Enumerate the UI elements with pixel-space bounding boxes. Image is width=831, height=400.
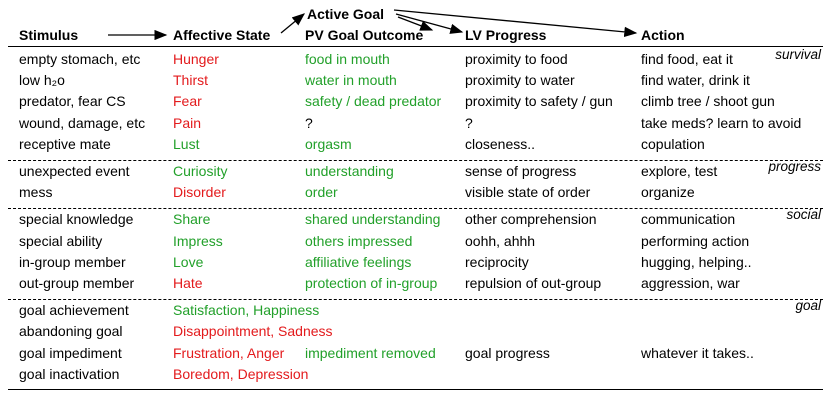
header-rule	[8, 46, 823, 47]
cell-lv-progress: other comprehension	[465, 211, 597, 228]
cell-lv-progress: ?	[465, 114, 473, 131]
cell-affect: Impress	[173, 232, 223, 249]
cell-affect: Disorder	[173, 184, 226, 201]
cell-pv-outcome: order	[305, 184, 338, 201]
cell-affect: Boredom, Depression	[173, 365, 309, 382]
arrow-active-goal-to-pv	[397, 16, 434, 31]
header-arrows	[108, 9, 638, 41]
cell-pv-outcome: orgasm	[305, 135, 352, 152]
cell-affect: Hate	[173, 275, 203, 291]
cell-affect: Thirst	[173, 72, 208, 89]
section-divider	[8, 208, 823, 210]
cell-action: communication	[641, 211, 736, 228]
section-divider	[8, 160, 823, 161]
cell-affect: Fear	[173, 93, 202, 110]
section-label: social	[786, 207, 821, 223]
cell-pv-outcome: shared understanding	[305, 211, 441, 228]
cell-affect: Curiosity	[173, 163, 228, 179]
cell-action: climb tree / shoot gun	[641, 93, 775, 110]
cell-action: whatever it takes..	[641, 344, 754, 361]
cell-stimulus: special knowledge	[19, 211, 134, 228]
cell-affect: Love	[173, 253, 204, 270]
section-label: goal	[795, 298, 821, 314]
arrow-affect-to-active-goal	[280, 13, 306, 34]
cell-lv-progress: proximity to safety / gun	[465, 93, 613, 110]
cell-affect: Disappointment, Sadness	[173, 323, 333, 340]
cell-lv-progress: proximity to water	[465, 72, 575, 89]
cell-pv-outcome: safety / dead predator	[305, 93, 442, 110]
cell-affect: Satisfaction, Happiness	[173, 302, 320, 319]
cell-stimulus: special ability	[19, 232, 103, 249]
cell-action: find water, drink it	[641, 72, 750, 89]
cell-pv-outcome: affiliative feelings	[305, 253, 412, 270]
cell-pv-outcome: understanding	[305, 163, 394, 179]
cell-pv-outcome: protection of in-group	[305, 275, 438, 291]
header-affective-state: Affective State	[173, 27, 271, 43]
bottom-rule	[8, 389, 823, 390]
cell-lv-progress: closeness..	[465, 135, 536, 152]
header-lv-progress: LV Progress	[465, 27, 547, 43]
cell-action: explore, test	[641, 163, 718, 179]
cell-stimulus: goal inactivation	[19, 365, 120, 382]
cell-pv-outcome: water in mouth	[305, 72, 397, 89]
cell-stimulus: goal achievement	[19, 302, 129, 319]
cell-lv-progress: goal progress	[465, 344, 550, 361]
arrow-active-goal-to-lv	[395, 13, 464, 34]
cell-stimulus: wound, damage, etc	[19, 114, 146, 131]
cell-action: hugging, helping..	[641, 253, 752, 270]
cell-affect: Frustration, Anger	[173, 344, 285, 361]
cell-stimulus: in-group member	[19, 253, 126, 270]
cell-lv-progress: oohh, ahhh	[465, 232, 536, 249]
header-active-goal: Active Goal	[307, 6, 385, 22]
cell-affect: Share	[173, 211, 211, 228]
cell-stimulus: receptive mate	[19, 135, 111, 152]
cell-lv-progress: reciprocity	[465, 253, 529, 270]
cell-stimulus: empty stomach, etc	[19, 51, 141, 67]
cell-lv-progress: proximity to food	[465, 51, 568, 67]
cell-affect: Pain	[173, 114, 202, 131]
cell-stimulus: low h₂o	[19, 72, 65, 89]
cell-stimulus: goal impediment	[19, 344, 122, 361]
cell-stimulus: mess	[19, 184, 53, 201]
cell-pv-outcome: ?	[305, 114, 313, 131]
cell-pv-outcome: impediment removed	[305, 344, 436, 361]
header-stimulus: Stimulus	[19, 27, 79, 43]
section-divider	[8, 299, 823, 301]
cell-action: aggression, war	[641, 275, 740, 291]
cell-affect: Hunger	[173, 51, 219, 67]
cell-affect: Lust	[173, 135, 200, 152]
header-action: Action	[641, 27, 685, 43]
cell-action: find food, eat it	[641, 51, 733, 67]
cell-pv-outcome: food in mouth	[305, 51, 390, 67]
cell-action: organize	[641, 184, 695, 201]
header-pv-goal-outcome: PV Goal Outcome	[305, 27, 424, 43]
cell-lv-progress: visible state of order	[465, 184, 591, 201]
cell-stimulus: unexpected event	[19, 163, 130, 179]
cell-lv-progress: repulsion of out-group	[465, 275, 602, 291]
cell-stimulus: abandoning goal	[19, 323, 123, 340]
cell-pv-outcome: others impressed	[305, 232, 413, 249]
cell-stimulus: out-group member	[19, 275, 135, 291]
cell-action: take meds? learn to avoid	[641, 114, 802, 131]
arrow-active-goal-to-action	[393, 9, 638, 38]
cell-stimulus: predator, fear CS	[19, 93, 126, 110]
cell-action: copulation	[641, 135, 705, 152]
cell-lv-progress: sense of progress	[465, 163, 577, 179]
section-label: progress	[768, 159, 821, 174]
cell-action: performing action	[641, 232, 750, 249]
section-label: survival	[775, 47, 821, 62]
